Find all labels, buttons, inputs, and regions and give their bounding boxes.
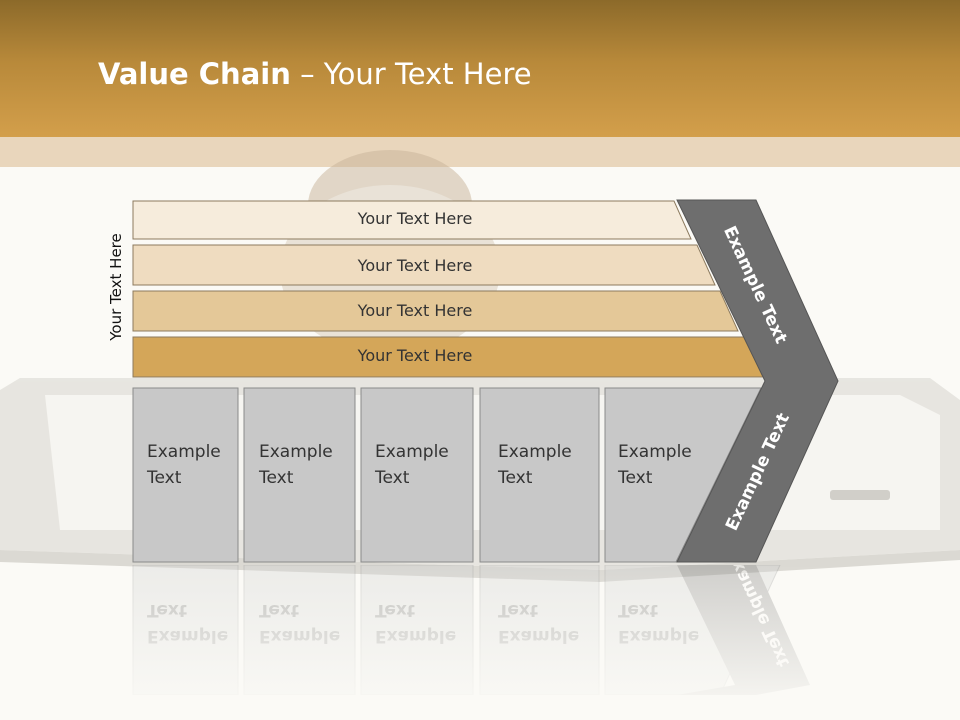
box-1[interactable] xyxy=(132,387,239,563)
bar-1[interactable] xyxy=(132,200,692,240)
bar-label-4: Your Text Here xyxy=(357,346,473,365)
box-4[interactable] xyxy=(479,387,600,563)
chevron-arrow[interactable] xyxy=(676,199,839,563)
title-band xyxy=(0,137,960,167)
box-label-3: Example Text xyxy=(375,442,449,488)
box-label-5: Example Text xyxy=(618,442,692,488)
title-bold: Value Chain xyxy=(98,57,291,91)
bar-label-2: Your Text Here xyxy=(357,256,473,275)
box-label-1: Example Text xyxy=(147,442,221,488)
bar-2[interactable] xyxy=(132,244,716,286)
bar-label-3: Your Text Here xyxy=(357,301,473,320)
bar-3[interactable] xyxy=(132,290,739,332)
box-label-2: Example Text xyxy=(259,442,333,488)
title-bar xyxy=(0,0,960,137)
box-5[interactable] xyxy=(604,387,762,563)
box-label-4: Example Text xyxy=(498,442,572,488)
box-2[interactable] xyxy=(243,387,356,563)
title-rest: – Your Text Here xyxy=(290,57,532,91)
bar-label-1: Your Text Here xyxy=(357,209,473,228)
box-3[interactable] xyxy=(360,387,474,563)
reflection-fade xyxy=(0,565,960,720)
slide-title[interactable]: Value Chain – Your Text Here xyxy=(98,52,532,96)
